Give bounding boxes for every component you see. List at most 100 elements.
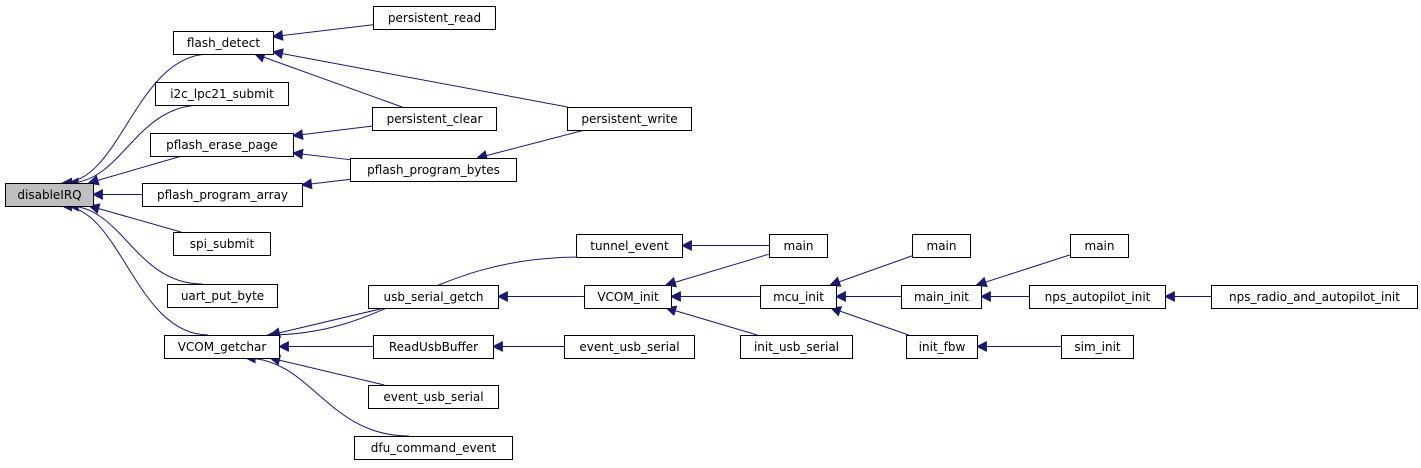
node-label-init-usb-serial: init_usb_serial: [754, 340, 839, 354]
node-box-persistent-write: [567, 107, 692, 131]
node-label-nps-autopilot-init: nps_autopilot_init: [1045, 290, 1151, 304]
node-flash-detect[interactable]: flash_detect: [173, 31, 274, 55]
node-dfu-command-event[interactable]: dfu_command_event: [354, 436, 513, 460]
node-box-usb-serial-getch: [368, 285, 499, 309]
node-label-uart-put-byte: uart_put_byte: [181, 289, 264, 303]
node-spi-submit[interactable]: spi_submit: [173, 232, 271, 256]
edge-main-init-main-c: [975, 254, 1071, 288]
node-box-main-init: [901, 285, 982, 309]
node-uart-put-byte[interactable]: uart_put_byte: [167, 284, 278, 308]
node-label-vcom-getchar: VCOM_getchar: [178, 340, 267, 354]
edge-vcom-init-main-a: [664, 253, 770, 288]
edge-vcom-getchar-dfu-command-event: [244, 352, 409, 437]
edge-disableirq-flash-detect: [61, 53, 210, 189]
node-persistent-write[interactable]: persistent_write: [567, 107, 692, 131]
node-box-disableirq: [5, 183, 94, 207]
edge-disableirq-vcom-getchar: [60, 200, 209, 336]
node-label-i2c-lpc21-submit: i2c_lpc21_submit: [170, 87, 274, 101]
node-label-pflash-program-array: pflash_program_array: [157, 188, 288, 202]
edge-pflash-program-bytes-persistent-write: [476, 129, 585, 161]
node-pflash-erase-page[interactable]: pflash_erase_page: [150, 133, 294, 157]
edge-vcom-init-init-usb-serial: [665, 305, 758, 336]
node-label-flash-detect: flash_detect: [187, 36, 260, 50]
node-main-b[interactable]: main: [912, 234, 971, 258]
node-vcom-init[interactable]: VCOM_init: [584, 285, 672, 309]
node-label-main-a: main: [784, 239, 814, 253]
edge-mcu-init-main-b: [829, 255, 913, 287]
node-label-spi-submit: spi_submit: [190, 237, 255, 251]
node-init-usb-serial[interactable]: init_usb_serial: [740, 335, 853, 359]
edge-flash-detect-persistent-write: [271, 48, 568, 108]
edge-pflash-program-array-pflash-program-bytes: [300, 178, 351, 190]
edge-pflash-erase-page-persistent-clear: [291, 125, 373, 141]
node-persistent-read[interactable]: persistent_read: [373, 6, 496, 30]
node-readusbbuffer[interactable]: ReadUsbBuffer: [373, 335, 494, 359]
node-pflash-program-bytes[interactable]: pflash_program_bytes: [350, 158, 517, 182]
node-i2c-lpc21-submit[interactable]: i2c_lpc21_submit: [155, 82, 289, 106]
node-tunnel-event[interactable]: tunnel_event: [576, 234, 683, 258]
node-box-tunnel-event: [576, 234, 683, 258]
node-box-persistent-read: [373, 6, 496, 30]
node-label-mcu-init: mcu_init: [773, 290, 824, 304]
node-disableirq[interactable]: disableIRQ: [5, 183, 94, 207]
node-label-persistent-write: persistent_write: [581, 112, 677, 126]
node-box-flash-detect: [173, 31, 274, 55]
node-init-fbw[interactable]: init_fbw: [906, 335, 978, 359]
node-box-readusbbuffer: [373, 335, 494, 359]
edge-disableirq-pflash-erase-page: [87, 155, 182, 186]
node-label-event-usb-serial-b: event_usb_serial: [579, 340, 679, 354]
edge-vcom-getchar-usb-serial-getch: [269, 307, 385, 339]
node-main-init[interactable]: main_init: [901, 285, 982, 309]
node-label-main-c: main: [1085, 239, 1115, 253]
node-label-persistent-clear: persistent_clear: [387, 112, 483, 126]
node-label-event-usb-serial-a: event_usb_serial: [383, 390, 483, 404]
node-box-pflash-program-array: [142, 183, 303, 207]
node-box-main-b: [912, 234, 971, 258]
node-sim-init[interactable]: sim_init: [1061, 335, 1134, 359]
node-box-pflash-program-bytes: [350, 158, 517, 182]
node-mcu-init[interactable]: mcu_init: [760, 285, 837, 309]
node-persistent-clear[interactable]: persistent_clear: [372, 107, 497, 131]
node-label-main-b: main: [927, 239, 957, 253]
edge-disableirq-i2c-lpc21-submit: [67, 104, 202, 189]
node-label-tunnel-event: tunnel_event: [590, 239, 669, 253]
node-box-event-usb-serial-b: [564, 335, 695, 359]
node-box-sim-init: [1061, 335, 1134, 359]
node-main-c[interactable]: main: [1070, 234, 1129, 258]
node-label-dfu-command-event: dfu_command_event: [371, 441, 497, 455]
node-box-nps-radio-and-autopilot-init: [1211, 285, 1418, 309]
node-label-nps-radio-and-autopilot-init: nps_radio_and_autopilot_init: [1229, 290, 1400, 304]
edge-flash-detect-persistent-clear: [253, 52, 403, 108]
edge-flash-detect-persistent-read: [271, 24, 374, 41]
node-usb-serial-getch[interactable]: usb_serial_getch: [368, 285, 499, 309]
node-box-event-usb-serial-a: [368, 385, 499, 409]
node-pflash-program-array[interactable]: pflash_program_array: [142, 183, 303, 207]
node-event-usb-serial-a[interactable]: event_usb_serial: [368, 385, 499, 409]
node-box-i2c-lpc21-submit: [155, 82, 289, 106]
node-label-readusbbuffer: ReadUsbBuffer: [389, 340, 478, 354]
node-event-usb-serial-b[interactable]: event_usb_serial: [564, 335, 695, 359]
node-label-main-init: main_init: [914, 290, 969, 304]
node-vcom-getchar[interactable]: VCOM_getchar: [164, 335, 280, 359]
node-box-mcu-init: [760, 285, 837, 309]
node-label-persistent-read: persistent_read: [388, 11, 481, 25]
node-label-disableirq: disableIRQ: [17, 188, 81, 202]
node-box-vcom-init: [584, 285, 672, 309]
node-box-init-fbw: [906, 335, 978, 359]
edges-layer: [60, 24, 1211, 437]
edge-disableirq-uart-put-byte: [67, 200, 203, 285]
edge-disableirq-spi-submit: [88, 203, 182, 233]
node-box-init-usb-serial: [740, 335, 853, 359]
node-nps-radio-and-autopilot-init[interactable]: nps_radio_and_autopilot_init: [1211, 285, 1418, 309]
node-box-vcom-getchar: [164, 335, 280, 359]
nodes-layer: disableIRQ flash_detect i2c_lpc21_submitpf…: [5, 6, 1418, 460]
node-box-nps-autopilot-init: [1029, 285, 1166, 309]
edge-pflash-erase-page-pflash-program-bytes: [291, 148, 351, 161]
node-label-pflash-erase-page: pflash_erase_page: [166, 138, 278, 152]
node-label-sim-init: sim_init: [1074, 340, 1121, 354]
node-box-spi-submit: [173, 232, 271, 256]
node-label-pflash-program-bytes: pflash_program_bytes: [367, 163, 500, 177]
node-nps-autopilot-init[interactable]: nps_autopilot_init: [1029, 285, 1166, 309]
node-main-a[interactable]: main: [769, 234, 828, 258]
